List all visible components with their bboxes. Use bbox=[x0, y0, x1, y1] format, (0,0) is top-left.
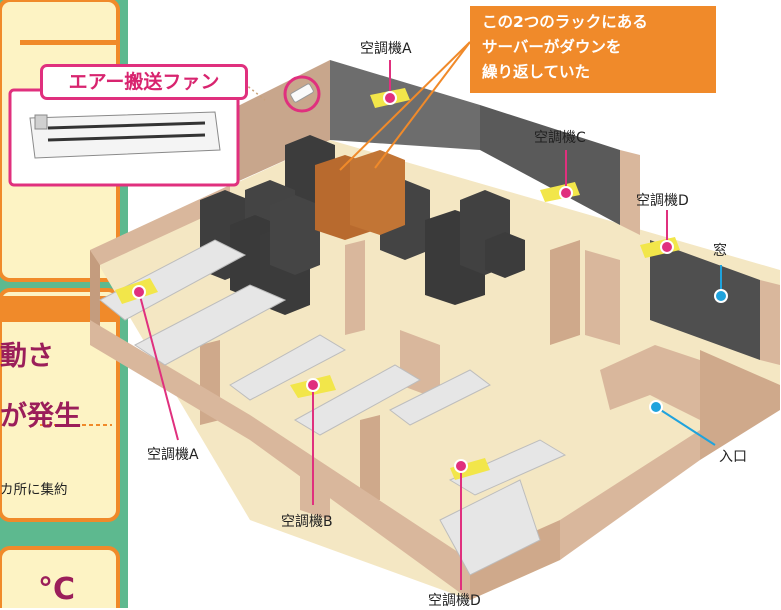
ac-d-bottom-marker bbox=[454, 459, 468, 473]
fan-photo-inset bbox=[8, 88, 240, 187]
air-fan-wall-highlight bbox=[283, 75, 321, 113]
window-marker bbox=[714, 289, 728, 303]
ac-b-marker bbox=[306, 378, 320, 392]
entrance-label: 入口 bbox=[719, 449, 747, 465]
ac-a-left-label: 空調機A bbox=[147, 447, 199, 463]
ac-markers bbox=[132, 91, 728, 473]
sidebar-text-1: 動さ bbox=[0, 341, 54, 372]
entrance-marker bbox=[649, 400, 663, 414]
ac-b-label: 空調機B bbox=[281, 514, 333, 530]
front-walls bbox=[90, 320, 780, 600]
workstation-desks bbox=[99, 239, 567, 576]
ac-a-left-marker bbox=[132, 285, 146, 299]
sidebar-text-2: が発生 bbox=[0, 401, 81, 432]
problem-racks bbox=[315, 150, 405, 240]
callout-line-1: この2つのラックにある bbox=[482, 13, 648, 31]
ac-d-right-marker bbox=[660, 240, 674, 254]
callout-line-3: 繰り返していた bbox=[482, 63, 591, 81]
sidebar-text-3: カ所に集約 bbox=[0, 482, 68, 498]
rack-issue-callout: この2つのラックにある サーバーがダウンを 繰り返していた bbox=[470, 6, 716, 93]
ac-d-right-label: 空調機D bbox=[636, 193, 689, 209]
window-label: 窓 bbox=[713, 243, 727, 259]
callout-line-2: サーバーがダウンを bbox=[482, 38, 622, 56]
air-fan-label: エアー搬送ファン bbox=[40, 64, 248, 100]
sidebar-text-4: °C bbox=[38, 572, 76, 607]
ac-c-label: 空調機C bbox=[534, 130, 586, 146]
ac-a-top-label: 空調機A bbox=[360, 41, 412, 57]
ac-c-marker bbox=[559, 186, 573, 200]
ac-d-bottom-label: 空調機D bbox=[428, 593, 481, 609]
ac-a-top-marker bbox=[383, 91, 397, 105]
